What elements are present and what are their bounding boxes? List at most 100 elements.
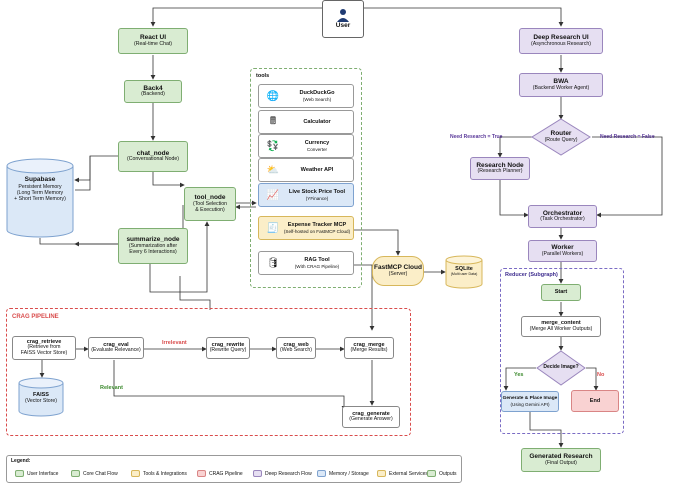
chat-node: chat_node (Conversational Node) [118,141,188,172]
fastmcp-title: FastMCP Cloud [374,264,422,272]
router-sub: (Route Query) [544,137,578,143]
tool-item-sub: (Self-hosted on FastMCP Cloud) [283,228,351,234]
back4-node: Back4 (Backend) [124,80,182,103]
user-label: User [335,22,351,30]
need-false-label: Need Research = False [600,134,655,140]
deep-ui-title: Deep Research UI [533,34,589,42]
database-cylinder-icon [6,158,74,238]
legend-title: Legend: [11,458,31,464]
bwa-sub: (Backend Worker Agent) [532,84,590,91]
crag-rewrite-title: crag_rewrite [211,341,245,348]
tool-item-text: Calculator [281,119,353,125]
user-icon [337,9,349,23]
supabase-node: Supabase Persistent Memory (Long Term Me… [6,158,74,238]
legend-label: External Services [389,471,428,477]
back4-sub: (Backend) [141,91,165,98]
legend-label: CRAG Pipeline [209,471,243,477]
legend-label: Outputs [439,471,457,477]
router-title: Router [550,130,572,137]
merge-content-sub: (Merge All Worker Outputs) [529,325,593,332]
router-node: Router (Route Query) [531,118,591,156]
tool-item-sub: (Web Search) [302,96,332,102]
yes-label: Yes [514,372,524,378]
tool-item-text: Weather API [281,167,353,173]
generated-research-node: Generated Research (Final Output) [521,448,601,472]
worker-title: Worker [551,244,574,252]
faiss-title: FAISS [33,392,49,398]
tool-node-sub: (Tool Selection & Execution) [192,200,228,213]
receipt-icon: 🧾 [266,222,280,234]
crag-merge-title: crag_merge [353,341,385,348]
tool-item: ⛅Weather API [258,158,354,182]
generated-research-title: Generated Research [529,453,593,461]
crag-retrieve-sub: (Retrieve from FAISS Vector Store) [20,344,68,357]
crag-web-node: crag_web (Web Search) [276,337,316,359]
reducer-subgraph-group [500,268,624,434]
legend-label: Tools & Integrations [143,471,187,477]
tool-item-title: DuckDuckGo [299,90,335,97]
generate-place-title: Generate & Place Image [502,396,558,402]
chat-node-title: chat_node [136,149,170,157]
router-diamond [531,118,591,156]
legend-swatch [427,470,436,477]
crag-merge-sub: (Merge Results) [350,347,388,354]
need-true-label: Need Research = True [450,134,503,140]
tool-item-text: Live Stock Price Tool(YFinance) [281,189,353,201]
merge-content-title: merge_content [541,320,581,327]
generate-place-sub: (Using Gemini API) [510,401,550,407]
summarize-node: summarize_node (Summarization after Ever… [118,228,188,264]
tool-item-sub: (YFinance) [305,195,329,201]
tool-item-sub: (With CRAG Pipeline) [294,263,340,269]
legend-swatch [317,470,326,477]
crag-pipeline-title: CRAG PIPELINE [12,314,59,320]
start-title: Start [554,289,568,296]
faiss-sub: (Vector Store) [24,398,57,404]
crag-eval-title: crag_eval [103,341,129,348]
generate-place-image-node: Generate & Place Image (Using Gemini API… [501,391,559,412]
decide-diamond [536,350,586,386]
relevant-label: Relevant [100,385,123,391]
orchestrator-sub: (Task Orchestrator) [540,216,585,223]
crag-web-title: crag_web [283,341,309,348]
tool-item-text: Expense Tracker MCP(Self-hosted on FastM… [281,222,353,234]
decide-image-node: Decide Image? [536,350,586,386]
database-icon: 🛢 [266,257,280,269]
supabase-sub: Persistent Memory (Long Term Memory + Sh… [14,183,66,203]
tool-item-title: RAG Tool [304,257,330,264]
legend-swatch [131,470,140,477]
faiss-node: FAISS (Vector Store) [18,377,64,417]
worker-sub: (Parallel Workers) [541,250,584,257]
no-label: No [597,372,605,378]
bwa-title: BWA [553,78,569,86]
crag-retrieve-title: crag_retrieve [26,338,62,345]
sqlite-cylinder-icon [445,255,483,289]
crag-generate-title: crag_generate [352,410,390,417]
irrelevant-label: Irrelevant [162,340,187,346]
tool-item-text: DuckDuckGo(Web Search) [281,90,353,102]
legend-swatch [71,470,80,477]
legend-swatch [197,470,206,477]
tool-item-sub: Converter [306,146,328,152]
legend-swatch [377,470,386,477]
crag-web-sub: (Web Search) [280,347,312,354]
calculator-icon: 🖩 [270,115,276,127]
tool-item-text: RAG Tool(With CRAG Pipeline) [281,257,353,269]
crag-pipeline-group [6,308,411,436]
start-node: Start [541,284,581,301]
weather-icon: ⛅ [266,164,280,176]
end-title: End [589,397,601,404]
tool-item-title: Currency [304,140,330,147]
legend-label: User Interface [27,471,59,477]
globe-icon: 🌐 [266,90,280,102]
generated-research-sub: (Final Output) [545,459,577,466]
sqlite-sub: (Multi user Data) [450,272,478,276]
research-node: Research Node (Research Planner) [470,157,530,180]
react-ui-sub: (Real-time Chat) [133,40,173,47]
crag-merge-node: crag_merge (Merge Results) [344,337,394,359]
tool-item: 🖩 Calculator [258,110,354,134]
summarize-title: summarize_node [126,236,180,244]
currency-icon: 💱 [266,140,280,152]
crag-generate-node: crag_generate (Generate Answer) [342,406,400,428]
